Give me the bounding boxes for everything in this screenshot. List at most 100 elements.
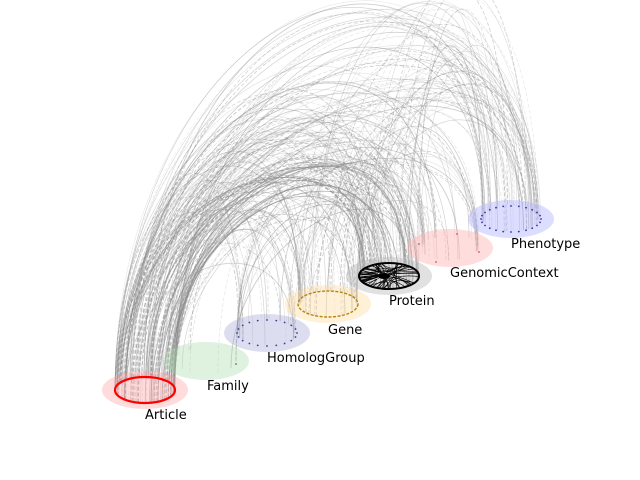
layer-label-genomic: GenomicContext — [450, 266, 559, 281]
layer-node — [296, 332, 298, 334]
interlayer-edge — [150, 161, 300, 403]
layer-node — [488, 227, 491, 230]
layer-node — [525, 229, 527, 232]
interlayer-edge — [351, 72, 520, 297]
layer-node-genomic — [435, 261, 437, 263]
protein-edge — [376, 263, 410, 286]
interlayer-edge — [279, 161, 417, 322]
layer-node — [480, 218, 482, 220]
interlayer-edge — [174, 109, 376, 389]
interlayer-edge — [371, 44, 498, 266]
interlayer-edge — [174, 129, 382, 390]
interlayer-edge — [170, 228, 294, 397]
layer-node — [294, 336, 297, 338]
protein-edge — [363, 268, 415, 284]
interlayer-edge — [145, 24, 538, 404]
interlayer-edge — [157, 97, 525, 379]
interlayer-edge — [343, 156, 473, 316]
interlayer-edge — [168, 175, 303, 383]
layer-node — [275, 344, 278, 347]
interlayer-edge — [162, 163, 477, 380]
interlayer-edge — [145, 112, 424, 378]
interlayer-edge — [127, 98, 535, 380]
protein-edge — [372, 275, 420, 288]
interlayer-edge — [132, 135, 414, 402]
interlayer-edge — [115, 148, 357, 393]
interlayer-edge — [174, 94, 395, 389]
interlayer-edge — [189, 181, 396, 373]
interlayer-edge — [117, 50, 538, 396]
layer-node — [539, 214, 541, 217]
protein-edge — [361, 263, 380, 274]
layer-homolog: HomologGroup — [224, 314, 365, 366]
interlayer-edge — [174, 180, 364, 393]
interlayer-edge — [170, 101, 382, 384]
protein-edge — [389, 280, 415, 290]
interlayer-edge — [114, 114, 477, 390]
interlayer-edge — [135, 127, 373, 403]
interlayer-edge — [396, 51, 530, 264]
interlayer-edge — [300, 182, 423, 299]
layer-node — [236, 332, 238, 334]
layer-label-phenotype: Phenotype — [511, 237, 580, 252]
layer-node — [481, 221, 483, 224]
interlayer-edge — [128, 168, 341, 401]
interlayer-edge — [304, 53, 483, 313]
interlayer-edge — [174, 154, 321, 388]
interlayer-edge — [172, 104, 424, 386]
interlayer-edge — [147, 166, 405, 378]
interlayer-edge — [133, 153, 394, 403]
interlayer-edge — [137, 117, 386, 403]
interlayer-edge — [341, 83, 506, 316]
layer-node — [283, 342, 286, 345]
interlayer-edge — [116, 7, 486, 396]
interlayer-edge — [124, 21, 532, 400]
interlayer-edge — [356, 70, 533, 301]
interlayer-edge — [164, 214, 270, 400]
interlayer-edge — [138, 58, 537, 403]
layer-node — [502, 230, 505, 233]
interlayer-edge — [166, 142, 413, 400]
interlayer-edge — [147, 180, 266, 378]
layer-node — [294, 328, 297, 330]
interlayer-edge — [170, 80, 537, 397]
layer-node — [290, 324, 293, 327]
interlayer-edge — [145, 180, 381, 378]
interlayer-edge — [151, 161, 386, 378]
interlayer-edge — [123, 181, 353, 400]
interlayer-edge — [120, 242, 281, 383]
layer-node — [290, 339, 293, 342]
layer-node — [266, 345, 268, 347]
interlayer-edge — [158, 165, 406, 379]
interlayer-edge — [309, 8, 537, 315]
layer-family: Family — [163, 342, 249, 394]
interlayer-edge — [403, 58, 491, 288]
layer-node-genomic — [456, 233, 458, 235]
interlayer-edge — [169, 190, 400, 383]
interlayer-edge — [172, 158, 370, 396]
layer-label-article: Article — [145, 408, 187, 423]
interlayer-edge — [366, 86, 484, 285]
interlayer-edge — [151, 131, 368, 403]
layer-disc-genomic — [407, 229, 493, 267]
interlayer-edge — [116, 177, 370, 386]
protein-edge — [363, 265, 409, 270]
protein-edge — [360, 272, 412, 286]
interlayer-edge — [124, 195, 296, 400]
layer-ring-article — [113, 375, 177, 405]
interlayer-edge — [164, 193, 365, 400]
interlayer-edge — [143, 150, 299, 378]
interlayer-edge — [166, 25, 490, 382]
interlayer-edge — [332, 153, 479, 292]
interlayer-edge — [339, 143, 437, 293]
interlayer-edge — [114, 139, 356, 389]
interlayer-edge — [398, 0, 509, 289]
interlayer-edge — [361, 0, 539, 282]
interlayer-edge — [124, 46, 484, 400]
protein-edge — [366, 263, 380, 271]
layer-group: Article Family HomologGroup Gene Protein — [102, 200, 580, 423]
layer-protein: Protein — [346, 257, 435, 309]
interlayer-edge — [117, 64, 527, 396]
protein-edge — [359, 264, 404, 275]
